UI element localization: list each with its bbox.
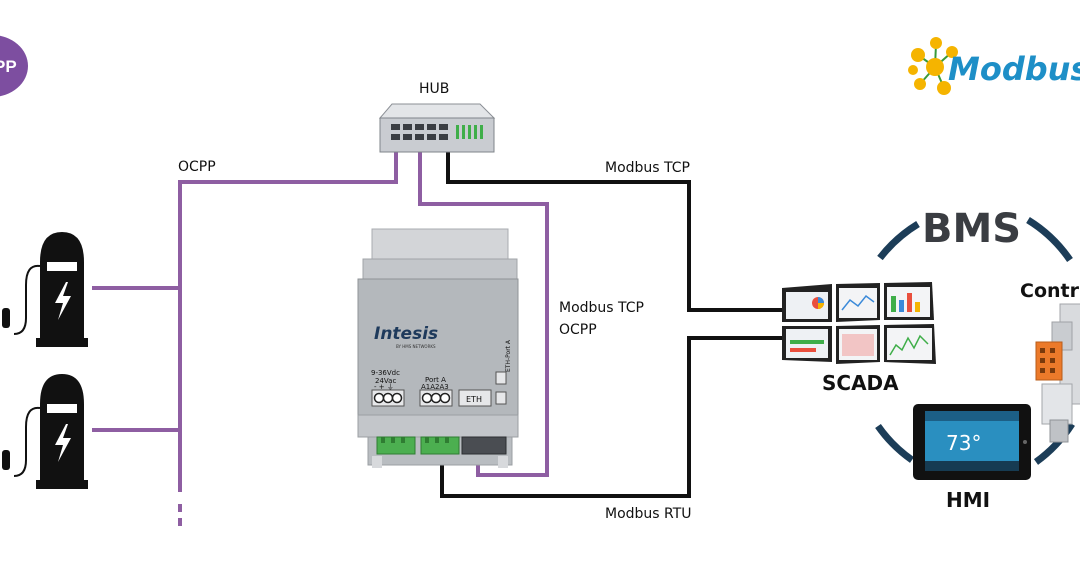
modbus-rtu-label: Modbus RTU xyxy=(605,506,692,522)
modbus-network-icon xyxy=(908,37,958,95)
scada-monitors-icon xyxy=(782,282,936,364)
gateway-power-terminals: - + ⏚ xyxy=(374,383,394,391)
modbus-logo: Modbus xyxy=(908,37,1080,95)
bms-ring xyxy=(875,217,1075,465)
ocpp-logo-text: PP xyxy=(0,57,17,76)
modbus-lines xyxy=(440,150,786,498)
scada-label: SCADA xyxy=(822,371,899,395)
modbus-tcp-label: Modbus TCP xyxy=(605,160,690,176)
gateway-port-a-terminals: A1A2A3 xyxy=(421,383,449,391)
gateway-sub-brand: BY HMS NETWORKS xyxy=(396,344,436,349)
ocpp-logo: PP xyxy=(0,35,28,97)
controller-device-icon xyxy=(1035,303,1080,443)
modbus-tcp-ocpp-label-line2: OCPP xyxy=(559,322,597,338)
gateway-eth-label: ETH xyxy=(466,395,482,404)
intesis-gateway-icon xyxy=(357,228,519,468)
network-hub-icon xyxy=(378,103,496,153)
ev-charger-icon xyxy=(2,374,88,489)
gateway-port-a-label: Port A xyxy=(425,376,446,384)
bms-label: BMS xyxy=(922,206,1022,252)
gateway-power-label-2: 24Vac xyxy=(375,377,396,385)
gateway-eth-port-label: ETH-Port A xyxy=(505,339,512,372)
modbus-logo-text: Modbus xyxy=(948,50,1080,88)
hmi-panel-icon xyxy=(913,404,1031,480)
ocpp-lines xyxy=(92,150,549,526)
hmi-label: HMI xyxy=(946,488,991,512)
ocpp-label: OCPP xyxy=(178,159,216,175)
controller-label: Contr xyxy=(1020,280,1079,302)
ev-charger-icon xyxy=(2,232,88,347)
gateway-power-label-1: 9-36Vdc xyxy=(371,369,400,377)
gateway-brand: Intesis xyxy=(374,324,438,344)
hmi-display-value: 73° xyxy=(946,431,981,455)
hub-label: HUB xyxy=(419,81,450,97)
modbus-tcp-ocpp-label-line1: Modbus TCP xyxy=(559,300,644,316)
